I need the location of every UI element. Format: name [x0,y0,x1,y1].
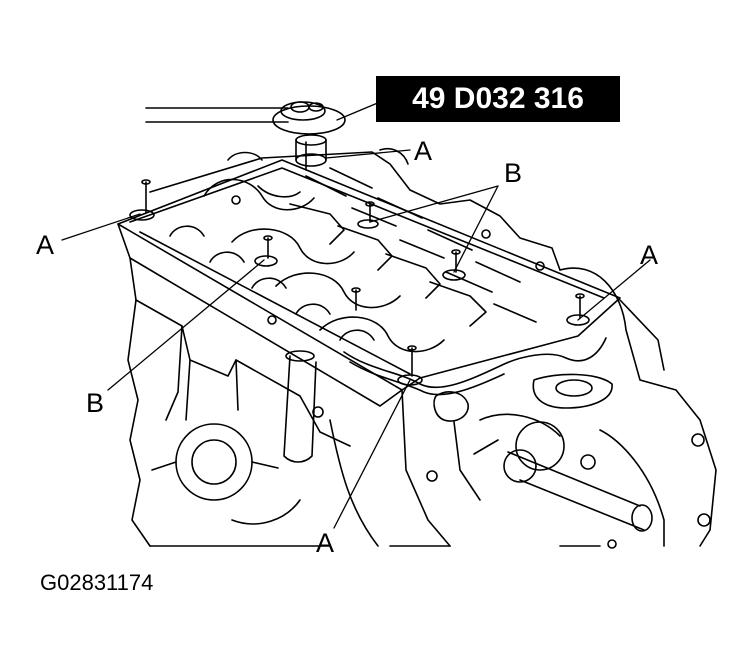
tool-number-badge: 49 D032 316 [376,76,620,122]
leader-lines [61,101,651,529]
label-b-left: B [86,388,105,418]
engine-block-icon [117,141,717,549]
tool-number: 49 D032 316 [412,82,584,115]
label-b-top: B [504,158,523,188]
label-a-bottom: A [316,528,335,558]
label-a-right: A [640,240,659,270]
figure-code: G02831174 [40,570,154,595]
label-a-left: A [36,230,55,260]
special-tool-icon [145,101,346,167]
label-a-tool: A [414,136,433,166]
